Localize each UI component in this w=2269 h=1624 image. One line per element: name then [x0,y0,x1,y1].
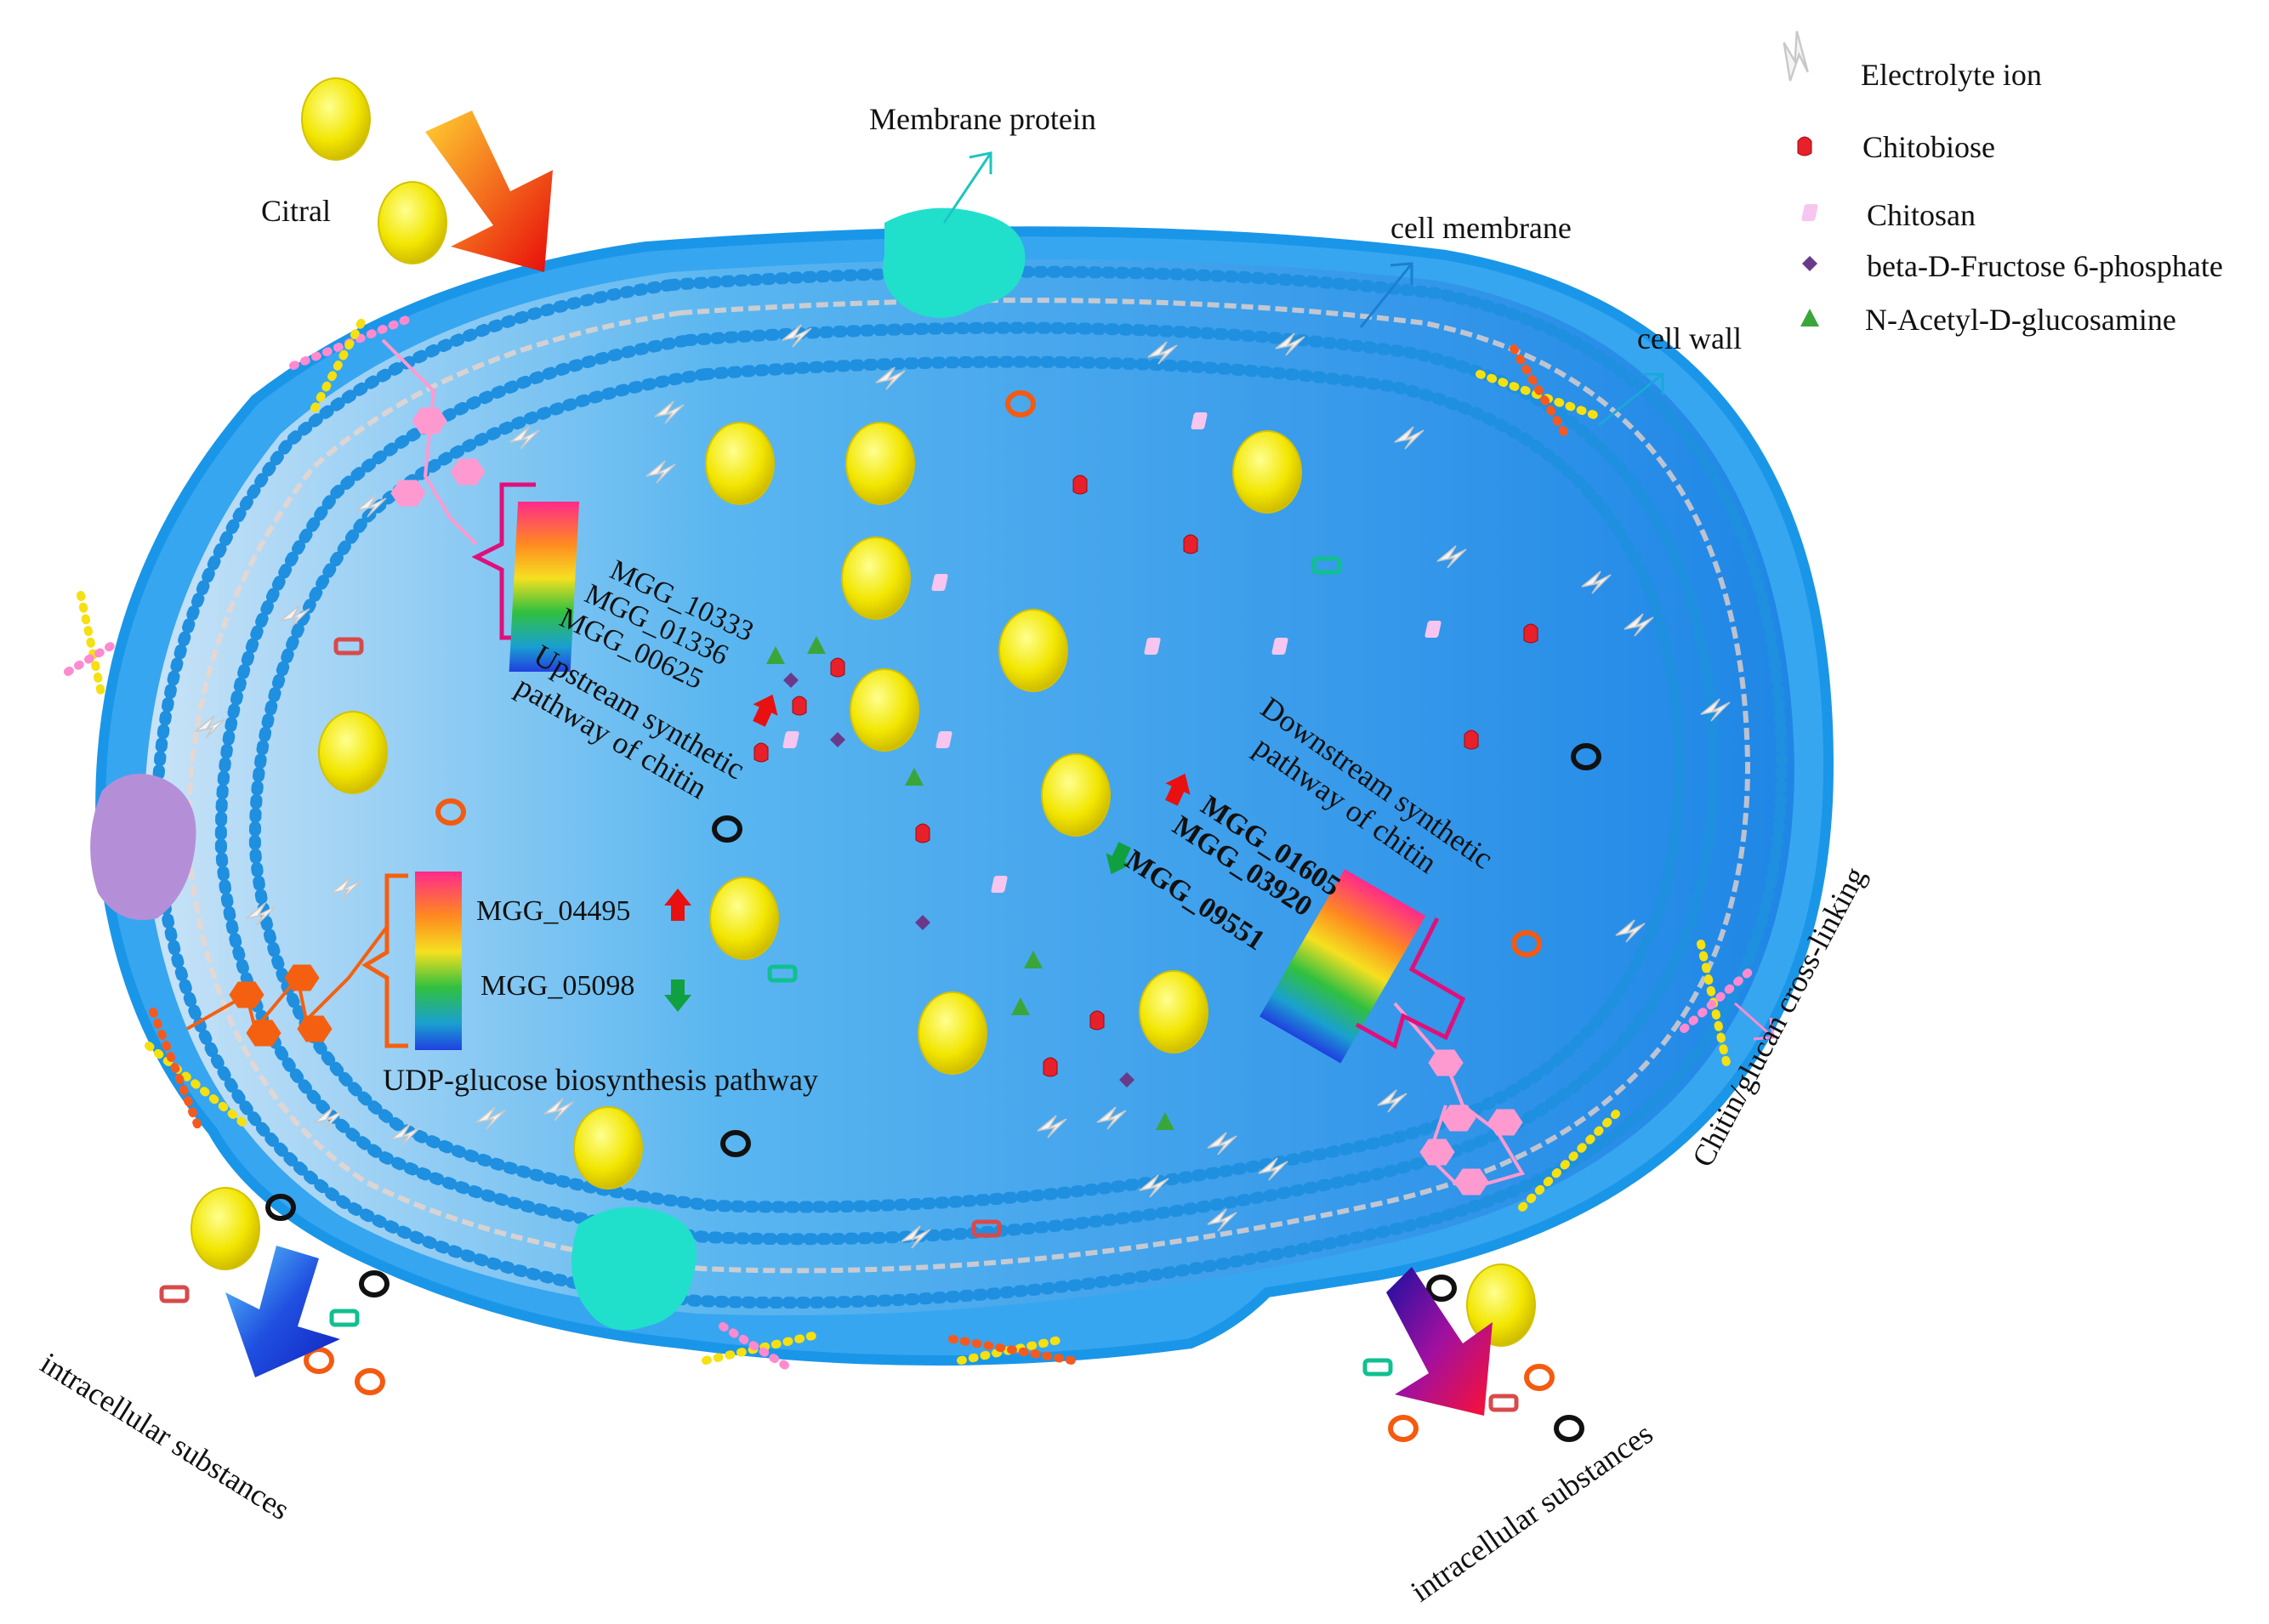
legend-label: beta-D-Fructose 6-phosphate [1867,249,2223,283]
electrolyte-ion-icon [1767,27,1824,88]
downstream-hexagon-chain [1393,1002,1526,1195]
cell-membrane-pointer [1359,262,1413,328]
nag-icon [1800,309,1819,327]
udp-gene-bracket [361,872,462,1050]
legend-item: beta-D-Fructose 6-phosphate [1802,249,2223,283]
upstream-gene-bracket [471,482,580,672]
cell-body [95,226,1834,1366]
legend: Electrolyte ion Chitobiose Chitosan beta… [1767,27,2223,337]
membrane-protein-bottom [572,1207,697,1331]
membrane-protein-top [883,207,1026,318]
gene-mgg-04495: MGG_04495 [476,895,630,927]
crosslink-pointer [1734,1002,1775,1041]
membrane-protein-label: Membrane protein [869,102,1096,136]
gene-mgg-05098: MGG_05098 [481,970,634,1002]
legend-item: N-Acetyl-D-glucosamine [1800,303,2176,337]
legend-label: Electrolyte ion [1861,58,2042,92]
purple-membrane-protein [90,774,196,920]
citral-entry-arrow [425,111,553,272]
chitobiose-icon [1797,136,1812,156]
cell-membrane-label: cell membrane [1390,211,1572,245]
cell-wall-label: cell wall [1637,321,1742,355]
legend-item: Chitobiose [1797,130,1995,164]
leakage-arrow-left [225,1246,340,1377]
fructose-icon [1802,256,1817,271]
legend-item: Electrolyte ion [1767,27,2042,92]
downstream-gene-bracket [1260,869,1466,1064]
intracellular-right-label: intracellular substances [1405,1417,1659,1609]
chitosan-icon [1800,204,1819,221]
leakage-arrow-right [1386,1267,1493,1416]
cell-wall-pointer [1598,372,1664,427]
legend-label: Chitosan [1867,198,1976,232]
chitin-glucan-chains [64,310,1756,1373]
membrane-protein-pointer [942,151,992,224]
udp-hexagon-chain [186,925,389,1047]
citral-label: Citral [261,194,331,228]
udp-pathway-label: UDP-glucose biosynthesis pathway [383,1063,818,1097]
upstream-hexagon-chain [381,338,486,546]
legend-label: N-Acetyl-D-glucosamine [1865,303,2176,337]
legend-item: Chitosan [1800,198,1976,232]
legend-label: Chitobiose [1862,130,1995,164]
